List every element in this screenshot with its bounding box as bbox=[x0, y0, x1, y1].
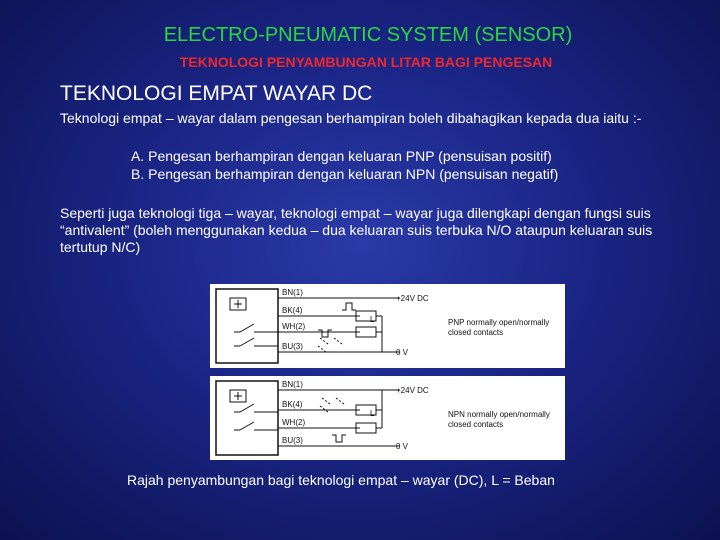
desc-line-1: NPN normally open/normally bbox=[448, 410, 550, 419]
figure-caption: Rajah penyambungan bagi teknologi empat … bbox=[127, 472, 555, 488]
pulse-lower-icon bbox=[318, 329, 332, 338]
wire-label-bk: BK(4) bbox=[282, 400, 303, 409]
supply-negative-label: 0 V bbox=[396, 442, 409, 451]
wire-label-wh: WH(2) bbox=[282, 418, 305, 427]
signal-dots bbox=[319, 397, 345, 413]
section-heading: TEKNOLOGI EMPAT WAYAR DC bbox=[60, 82, 373, 105]
slide-title: ELECTRO-PNEUMATIC SYSTEM (SENSOR) bbox=[163, 24, 573, 46]
signal-dots bbox=[317, 337, 343, 353]
pnp-wiring-svg: BN(1) BK(4) WH(2) BU(3) +24V DC 0 V L PN… bbox=[215, 288, 549, 364]
wire-label-bk: BK(4) bbox=[282, 306, 303, 315]
antivalent-paragraph: Seperti juga teknologi tiga – wayar, tek… bbox=[60, 205, 653, 255]
supply-positive-label: +24V DC bbox=[396, 294, 429, 303]
sensor-mark-icon bbox=[234, 300, 242, 308]
wire-label-bu: BU(3) bbox=[282, 436, 303, 445]
load-label: L bbox=[370, 315, 375, 324]
sensor-symbol-icon bbox=[229, 297, 247, 311]
switch-leads bbox=[234, 331, 278, 347]
desc-line-2: closed contacts bbox=[448, 328, 503, 337]
sensor-symbol-icon bbox=[229, 389, 247, 403]
wire-label-bn: BN(1) bbox=[282, 288, 303, 297]
pulse-lower-icon bbox=[332, 434, 346, 443]
desc-line-2: closed contacts bbox=[448, 420, 503, 429]
wire-label-bu: BU(3) bbox=[282, 342, 303, 351]
slide-subtitle: TEKNOLOGI PENYAMBUNGAN LITAR BAGI PENGES… bbox=[179, 54, 553, 70]
switch-contacts-icon bbox=[239, 403, 255, 431]
list-item-b: B. Pengesan berhampiran dengan keluaran … bbox=[131, 166, 559, 182]
npn-wiring-svg: BN(1) BK(4) WH(2) BU(3) +24V DC 0 V L NP… bbox=[215, 380, 550, 456]
supply-negative-label: 0 V bbox=[396, 348, 409, 357]
list-item-a: A. Pengesan berhampiran dengan keluaran … bbox=[131, 148, 552, 164]
switch-leads bbox=[234, 411, 278, 431]
pnp-wiring-diagram: BN(1) BK(4) WH(2) BU(3) +24V DC 0 V L PN… bbox=[210, 284, 565, 368]
pulse-upper-icon bbox=[342, 302, 356, 311]
wire-label-bn: BN(1) bbox=[282, 380, 303, 389]
desc-line-1: PNP normally open/normally bbox=[448, 318, 549, 327]
intro-paragraph: Teknologi empat – wayar dalam pengesan b… bbox=[60, 110, 642, 126]
wire-label-wh: WH(2) bbox=[282, 322, 305, 331]
sensor-mark-icon bbox=[234, 392, 242, 400]
sensor-body bbox=[215, 380, 279, 456]
switch-contacts-icon bbox=[239, 323, 255, 347]
load-label: L bbox=[370, 409, 375, 418]
supply-positive-label: +24V DC bbox=[396, 386, 429, 395]
sensor-body bbox=[215, 288, 279, 364]
npn-wiring-diagram: BN(1) BK(4) WH(2) BU(3) +24V DC 0 V L NP… bbox=[210, 376, 565, 460]
